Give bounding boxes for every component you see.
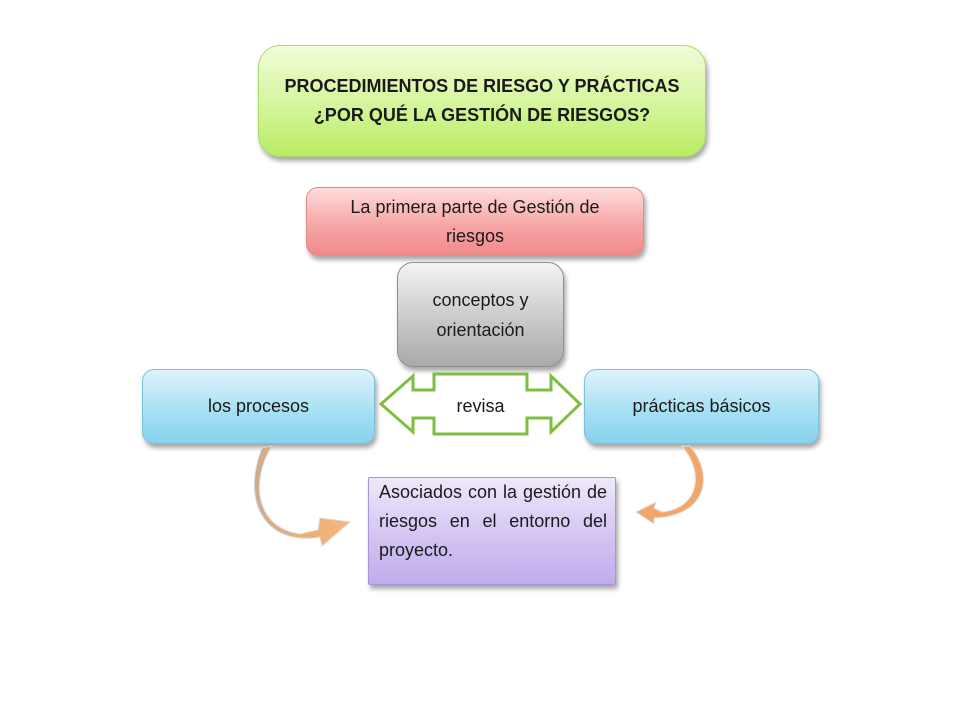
- center-text: conceptos y orientación: [432, 289, 529, 340]
- bottom-box: Asociados con la gestión de riesgos en e…: [368, 477, 616, 585]
- curved-arrow-right-icon: [635, 445, 704, 525]
- subtitle-box: La primera parte de Gestión de riesgos: [306, 187, 644, 256]
- double-arrow-icon: [378, 372, 583, 436]
- right-box: prácticas básicos: [584, 369, 819, 444]
- title-box: PROCEDIMIENTOS DE RIESGO Y PRÁCTICAS ¿PO…: [258, 45, 706, 157]
- bottom-text: Asociados con la gestión de riesgos en e…: [379, 482, 607, 560]
- center-box: conceptos y orientación: [397, 262, 564, 367]
- left-text: los procesos: [207, 396, 310, 416]
- title-text: PROCEDIMIENTOS DE RIESGO Y PRÁCTICAS ¿PO…: [284, 76, 680, 125]
- subtitle-text: La primera parte de Gestión de riesgos: [350, 196, 600, 246]
- left-box: los procesos: [142, 369, 375, 444]
- curved-arrow-left-icon: [253, 445, 352, 547]
- right-text: prácticas básicos: [632, 396, 771, 416]
- connector-label: revisa: [456, 395, 505, 416]
